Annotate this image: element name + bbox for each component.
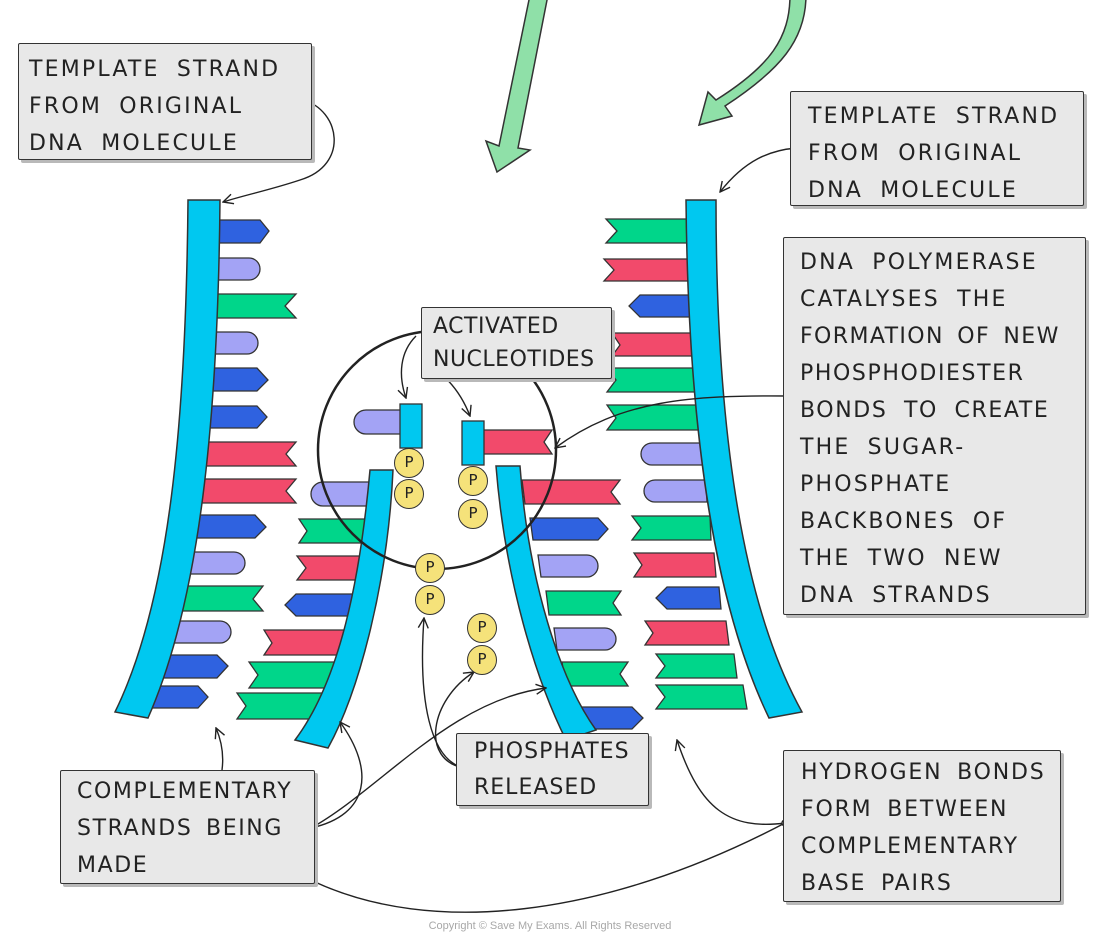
- phosphate-circle: P: [467, 613, 497, 643]
- label-line: BASE PAIRS: [801, 871, 953, 896]
- phosphate-circle: P: [394, 448, 424, 478]
- activated-nucleotide-left: [353, 403, 423, 449]
- label-hydrogen-bonds: HYDROGEN BONDS FORM BETWEEN COMPLEMENTAR…: [783, 750, 1061, 902]
- label-template-strand-left: TEMPLATE STRAND FROM ORIGINAL DNA MOLECU…: [18, 43, 312, 160]
- copyright-notice: Copyright © Save My Exams. All Rights Re…: [428, 920, 672, 932]
- separation-arrow-right: [697, 0, 807, 127]
- phosphate-circle: P: [458, 466, 488, 496]
- label-line: THE SUGAR-: [800, 435, 966, 460]
- label-line: ACTIVATED: [433, 314, 559, 339]
- label-line: CATALYSES THE: [800, 287, 1008, 312]
- label-activated-nucleotides: ACTIVATED NUCLEOTIDES: [421, 307, 612, 379]
- label-line: FROM ORIGINAL: [29, 94, 244, 119]
- label-line: FROM ORIGINAL: [808, 141, 1023, 166]
- label-line: THE TWO NEW: [800, 546, 1003, 571]
- separation-arrow-left: [484, 0, 548, 174]
- label-line: COMPLEMENTARY: [801, 834, 1019, 859]
- left-template-bases: [147, 219, 298, 709]
- right-template-bases: [602, 218, 748, 710]
- label-line: MADE: [77, 853, 149, 878]
- right-template-backbone: [685, 199, 804, 719]
- label-line: PHOSPHODIESTER: [800, 361, 1025, 386]
- phosphate-circle: P: [415, 585, 445, 615]
- label-line: DNA MOLECULE: [808, 178, 1018, 203]
- label-line: PHOSPHATE: [800, 472, 952, 497]
- label-line: DNA STRANDS: [800, 583, 992, 608]
- label-line: RELEASED: [474, 775, 598, 800]
- label-line: HYDROGEN BONDS: [801, 760, 1046, 785]
- phosphate-circle: P: [394, 479, 424, 509]
- label-template-strand-right: TEMPLATE STRAND FROM ORIGINAL DNA MOLECU…: [790, 91, 1084, 206]
- label-line: TEMPLATE STRAND: [808, 104, 1060, 129]
- label-line: NUCLEOTIDES: [433, 347, 595, 372]
- activated-nucleotide-right: [461, 420, 554, 466]
- label-line: FORMATION OF NEW: [800, 324, 1060, 349]
- new-right-strand-bases: [521, 479, 644, 730]
- phosphate-circle: P: [458, 499, 488, 529]
- phosphate-circle: P: [415, 553, 445, 583]
- new-left-strand-bases: [235, 481, 379, 720]
- label-phosphates-released: PHOSPHATES RELEASED: [456, 733, 649, 806]
- label-line: FORM BETWEEN: [801, 797, 1009, 822]
- label-line: PHOSPHATES: [474, 739, 630, 764]
- label-line: BONDS TO CREATE: [800, 398, 1050, 423]
- label-line: COMPLEMENTARY: [77, 779, 293, 804]
- label-line: DNA POLYMERASE: [800, 250, 1038, 275]
- label-dna-polymerase: DNA POLYMERASE CATALYSES THE FORMATION O…: [783, 237, 1086, 615]
- label-complementary-strands: COMPLEMENTARY STRANDS BEING MADE: [60, 770, 315, 884]
- label-line: STRANDS BEING: [77, 816, 283, 841]
- label-line: BACKBONES OF: [800, 509, 1008, 534]
- label-line: TEMPLATE STRAND: [29, 57, 281, 82]
- phosphate-circle: P: [467, 645, 497, 675]
- label-line: DNA MOLECULE: [29, 131, 239, 156]
- left-template-backbone: [113, 199, 221, 719]
- annotation-connectors: [216, 99, 798, 913]
